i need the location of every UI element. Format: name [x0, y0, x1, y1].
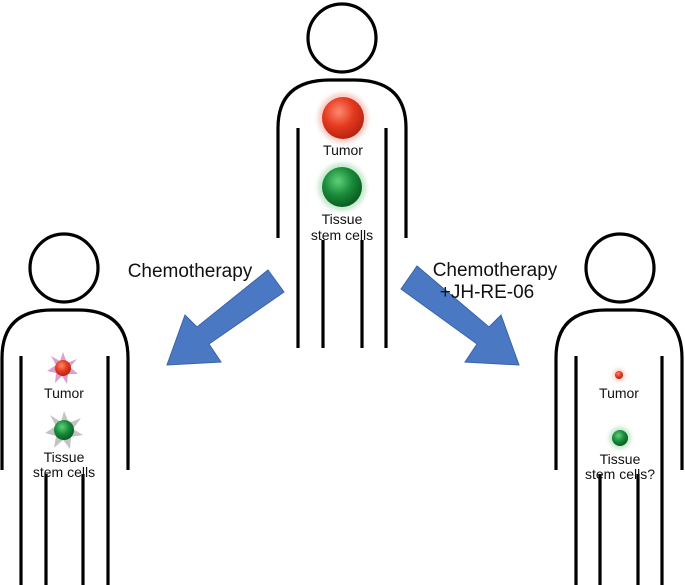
- right-stem-label-1: Tissue: [600, 451, 641, 467]
- center-stem-cells: [318, 163, 366, 211]
- left-tumor-label: Tumor: [44, 385, 84, 401]
- arrow-right-label-1: Chemotherapy: [433, 260, 558, 281]
- center-body-outline: [276, 78, 408, 238]
- left-tumor: [47, 352, 78, 384]
- center-stem-label-1: Tissue: [322, 211, 363, 227]
- center-tumor: [318, 93, 368, 143]
- right-stem-cells: [609, 427, 631, 449]
- arrow-left-label: Chemotherapy: [128, 261, 253, 282]
- arrow-right-label-2: +JH-RE-06: [440, 282, 535, 303]
- center-stem-label-2: stem cells: [311, 227, 373, 243]
- right-body-outline: [554, 308, 684, 470]
- arrow-chemotherapy: Chemotherapy: [128, 261, 285, 366]
- left-stem-cells: [45, 411, 83, 449]
- center-tumor-label: Tumor: [323, 142, 363, 158]
- arrow-right-body: [400, 265, 520, 366]
- left-body-outline: [0, 308, 130, 470]
- arrow-chemotherapy-jh-re-06: Chemotherapy +JH-RE-06: [400, 260, 558, 366]
- left-stem-label-1: Tissue: [44, 449, 85, 465]
- left-figure: Tumor Tissue stem cells: [0, 232, 130, 585]
- right-figure: Tumor Tissue stem cells?: [554, 232, 684, 585]
- right-head: [584, 232, 656, 304]
- center-head: [306, 2, 378, 74]
- left-head: [28, 232, 100, 304]
- center-figure: Tumor Tissue stem cells: [276, 2, 408, 348]
- right-tumor: [613, 369, 625, 381]
- arrow-left-body: [166, 269, 285, 366]
- right-tumor-label: Tumor: [599, 385, 639, 401]
- left-stem-label-2: stem cells: [33, 464, 95, 480]
- right-stem-label-2: stem cells?: [585, 466, 655, 482]
